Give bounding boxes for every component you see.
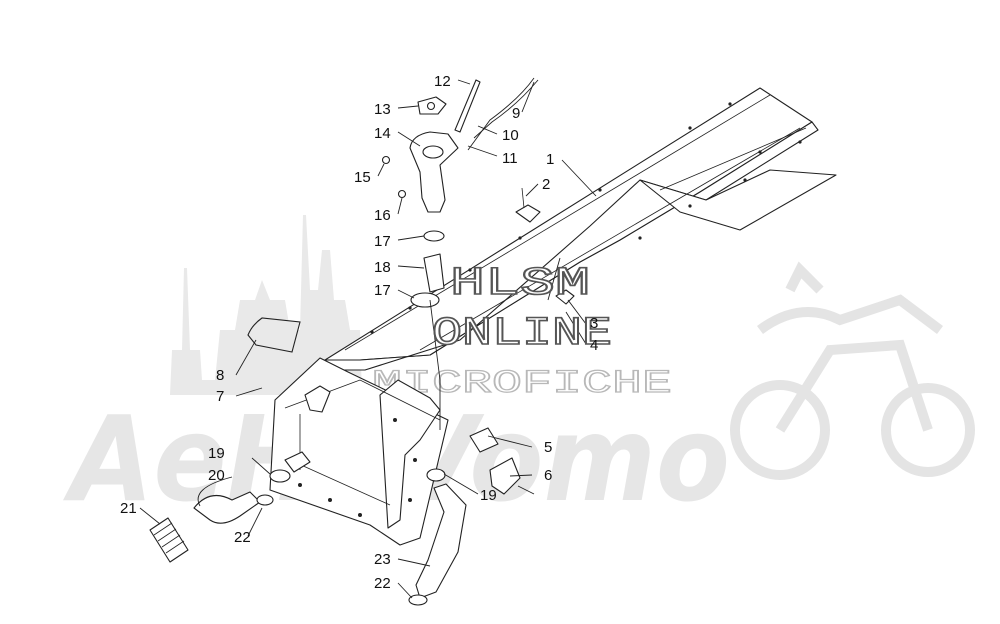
outlet-pipe bbox=[284, 451, 311, 473]
callout-4: 4 bbox=[590, 337, 598, 354]
nut-3 bbox=[555, 289, 575, 305]
callout-7: 7 bbox=[216, 388, 224, 405]
callout-2: 2 bbox=[542, 176, 550, 193]
callout-22-left: 22 bbox=[234, 529, 251, 546]
bellows-21 bbox=[149, 517, 189, 563]
callout-16: 16 bbox=[374, 207, 391, 224]
callout-19-right: 19 bbox=[480, 487, 497, 504]
callout-23: 23 bbox=[374, 551, 391, 568]
tunnel-rail bbox=[639, 169, 837, 231]
heat-exchanger bbox=[269, 357, 449, 546]
callout-18: 18 bbox=[374, 259, 391, 276]
vent-tube-12 bbox=[454, 79, 481, 133]
callout-22-lower: 22 bbox=[374, 575, 391, 592]
watermark-site: HLSM bbox=[450, 262, 590, 307]
clip-2 bbox=[515, 204, 541, 223]
clamp-19-left bbox=[269, 469, 291, 483]
vent-hose-9 bbox=[467, 77, 535, 151]
coolant-hose-23 bbox=[415, 483, 467, 599]
bracket-6 bbox=[489, 457, 521, 495]
bolt-6 bbox=[517, 485, 535, 495]
vent-hose-10 bbox=[473, 79, 539, 139]
callout-14: 14 bbox=[374, 125, 391, 142]
callout-12: 12 bbox=[434, 73, 451, 90]
heat-shield bbox=[247, 317, 301, 353]
callout-17-upper: 17 bbox=[374, 233, 391, 250]
hose-18 bbox=[423, 253, 445, 293]
filler-cap bbox=[422, 145, 444, 159]
callout-5: 5 bbox=[544, 439, 552, 456]
callout-10: 10 bbox=[502, 127, 519, 144]
callout-20: 20 bbox=[208, 467, 225, 484]
bracket-5 bbox=[469, 427, 499, 453]
leader-lines bbox=[139, 79, 597, 599]
callout-11: 11 bbox=[502, 150, 518, 167]
tunnel-side-panel bbox=[324, 121, 819, 371]
bolt-2 bbox=[521, 187, 525, 209]
callout-9: 9 bbox=[512, 105, 520, 122]
watermark-skyline bbox=[160, 215, 362, 395]
callout-17-lower: 17 bbox=[374, 282, 391, 299]
seal-plate-hole bbox=[426, 101, 436, 111]
filler-neck-stack bbox=[381, 77, 539, 308]
clamp-17-upper bbox=[423, 230, 445, 242]
clamp-17-lower bbox=[410, 292, 440, 308]
heat-exchanger-flange bbox=[379, 379, 441, 529]
clamp-19-right bbox=[426, 468, 446, 482]
screw-15 bbox=[381, 155, 391, 165]
callout-15: 15 bbox=[354, 169, 371, 186]
callout-21: 21 bbox=[120, 500, 137, 517]
mounting-bracket bbox=[304, 385, 331, 413]
callout-19-left: 19 bbox=[208, 445, 225, 462]
watermark-site-line2: ONLINE bbox=[432, 312, 612, 357]
callout-1: 1 bbox=[546, 151, 554, 168]
clamp-22-left bbox=[256, 494, 274, 506]
callout-6: 6 bbox=[544, 467, 552, 484]
screw-16 bbox=[397, 189, 407, 199]
callouts: 1 2 3 4 5 6 7 8 9 10 11 12 13 14 15 16 1… bbox=[120, 73, 598, 592]
callout-3: 3 bbox=[590, 315, 598, 332]
callout-13: 13 bbox=[374, 101, 391, 118]
watermark-motorcycle bbox=[730, 261, 975, 480]
callout-8: 8 bbox=[216, 367, 224, 384]
tunnel-assembly bbox=[324, 87, 837, 371]
filler-neck-14 bbox=[409, 131, 459, 213]
clamp-22-lower bbox=[408, 594, 428, 606]
